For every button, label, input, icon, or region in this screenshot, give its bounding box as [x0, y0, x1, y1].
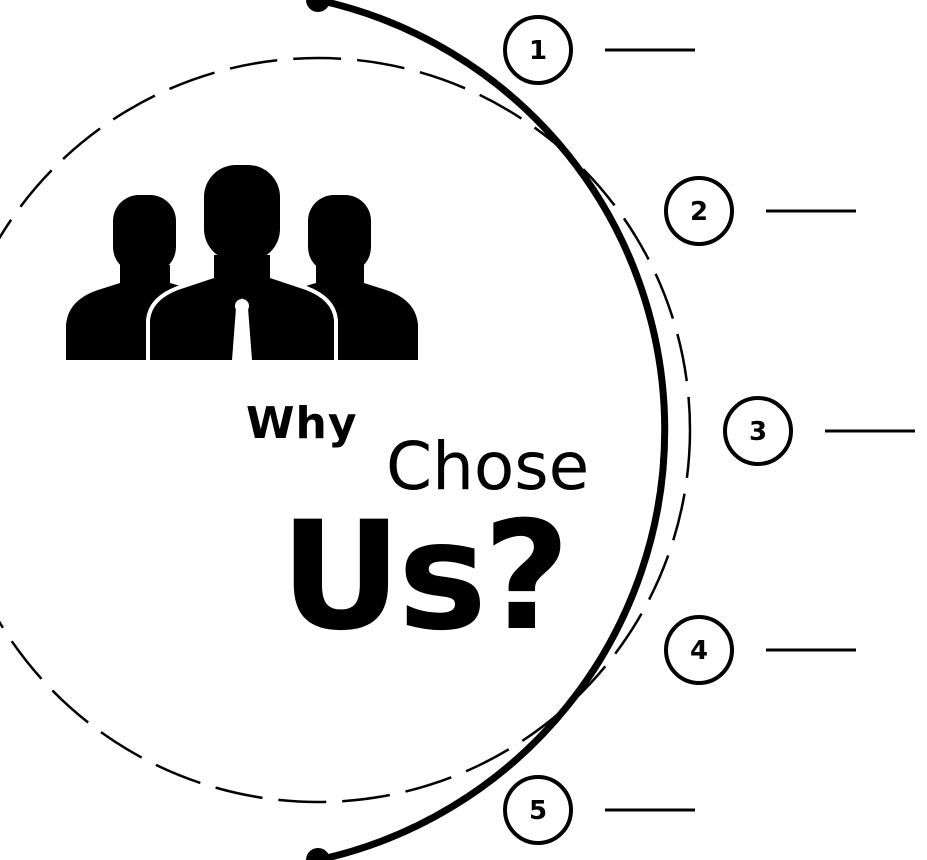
arc-end-dot-top: [306, 0, 330, 12]
step-number: 5: [529, 796, 547, 826]
step-marker-3: 3: [723, 396, 915, 466]
group-of-people-icon: [66, 161, 418, 364]
step-circle: [503, 775, 573, 845]
step-circle: [664, 615, 734, 685]
step-number: 2: [690, 197, 708, 227]
step-marker-5: 5: [503, 775, 695, 845]
step-number: 3: [749, 417, 767, 447]
step-circle: [723, 396, 793, 466]
step-number: 4: [690, 636, 708, 666]
step-marker-2: 2: [664, 176, 856, 246]
dashed-inner-circle: [0, 56, 692, 804]
step-circle: [664, 176, 734, 246]
title-us: Us?: [280, 490, 570, 664]
step-number: 1: [529, 36, 547, 66]
title-chose: Chose: [386, 428, 590, 505]
step-marker-1: 1: [503, 15, 695, 85]
title-why: Why: [246, 398, 358, 449]
step-marker-4: 4: [664, 615, 856, 685]
step-circle: [503, 15, 573, 85]
arc-end-dot-bottom: [306, 848, 330, 860]
outer-arc: [317, 0, 669, 860]
